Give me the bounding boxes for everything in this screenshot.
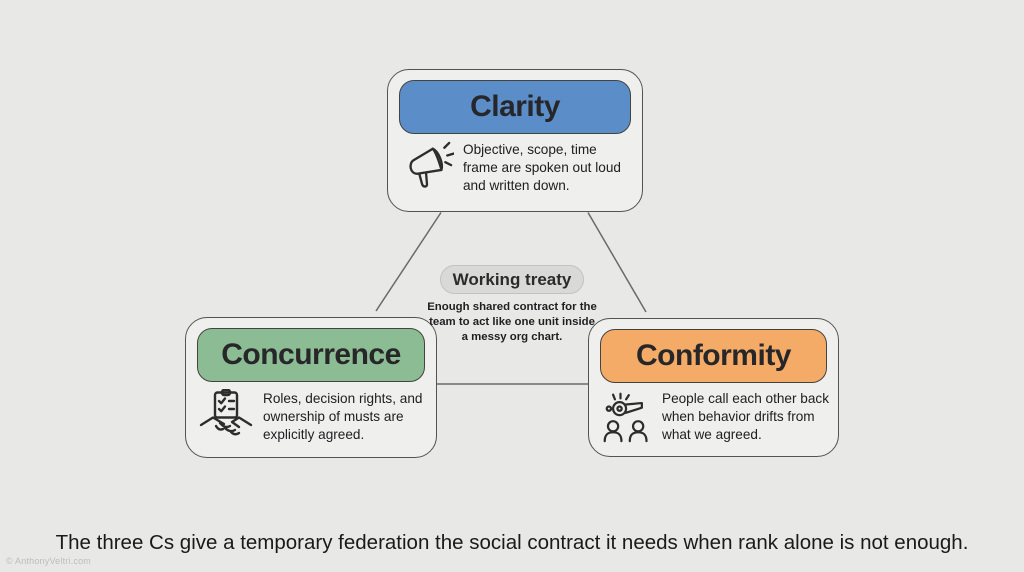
concurrence-title: Concurrence [221, 338, 401, 371]
clarity-title: Clarity [470, 90, 560, 123]
conformity-body: People call each other back when behavio… [589, 383, 838, 444]
working-treaty-description: Enough shared contract for the team to a… [427, 301, 597, 344]
clarity-description: Objective, scope, time frame are spoken … [463, 142, 621, 193]
node-concurrence: Concurrence Roles, decision rights, and … [185, 317, 437, 458]
concurrence-header-pill: Concurrence [197, 328, 425, 382]
node-clarity: Clarity Objective, scope, time frame are… [387, 69, 643, 212]
working-treaty-title: Working treaty [452, 269, 572, 289]
conformity-title: Conformity [636, 339, 792, 372]
clarity-body: Objective, scope, time frame are spoken … [388, 134, 642, 195]
conformity-description: People call each other back when behavio… [662, 391, 830, 442]
clarity-header-pill: Clarity [399, 80, 631, 134]
megaphone-icon [400, 141, 456, 195]
concurrence-body: Roles, decision rights, and ownership of… [186, 382, 436, 445]
handshake-clipboard-icon [198, 388, 254, 445]
concurrence-description: Roles, decision rights, and ownership of… [263, 391, 423, 442]
bottom-caption: The three Cs give a temporary federation… [55, 531, 969, 554]
watermark: © AnthonyVeltri.com [6, 556, 91, 566]
node-conformity: Conformity People call each other back w… [588, 318, 839, 457]
conformity-header-pill: Conformity [600, 329, 827, 383]
connector-clarity-concurrence [375, 212, 442, 312]
working-treaty-pill: Working treaty [440, 265, 584, 294]
connector-clarity-conformity [587, 212, 647, 313]
whistle-people-icon [601, 390, 653, 444]
